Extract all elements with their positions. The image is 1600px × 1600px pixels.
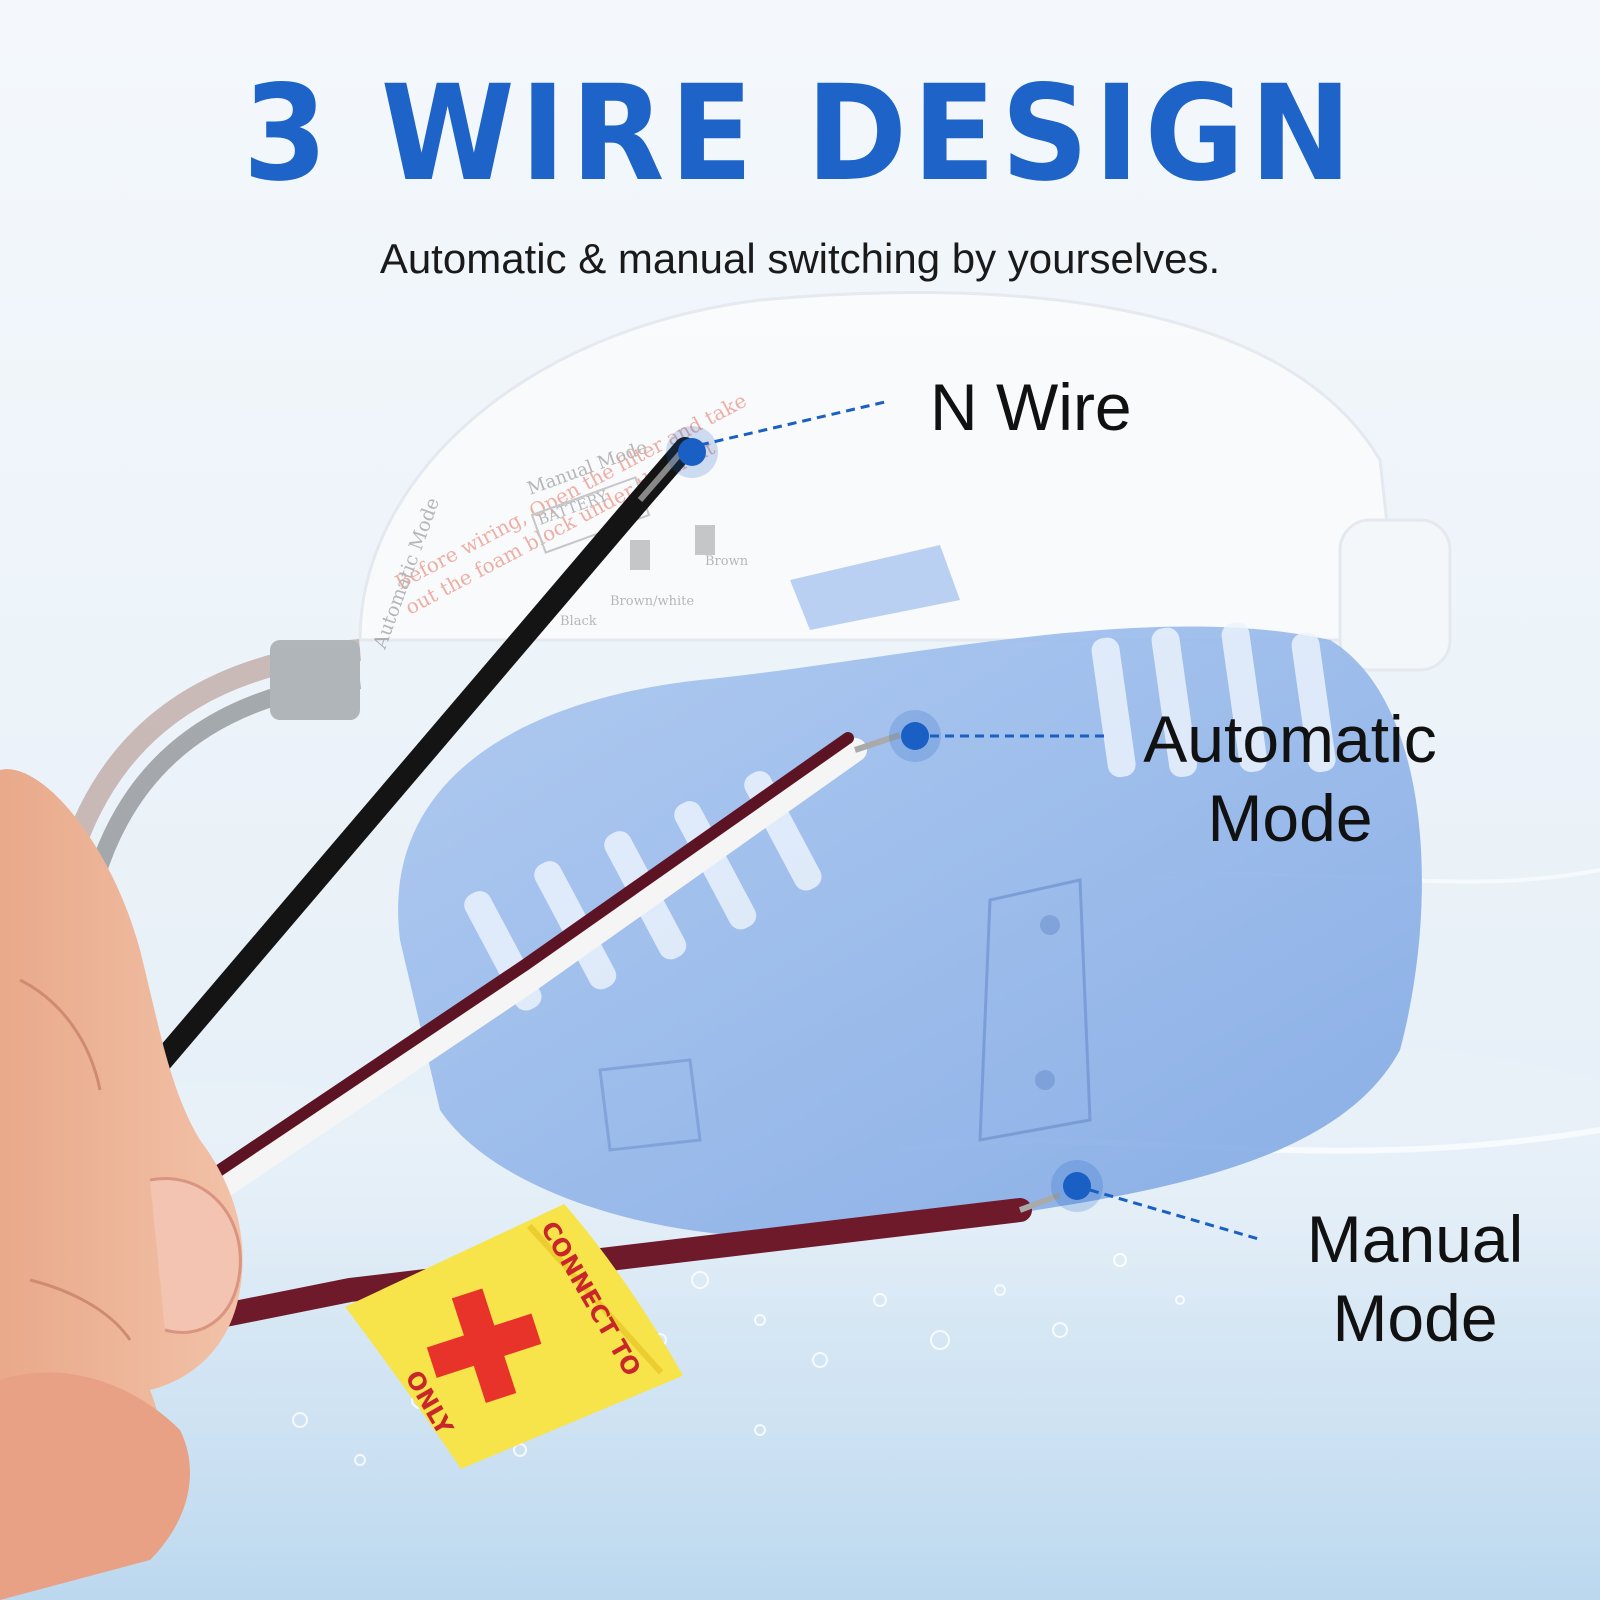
callout-n-wire-label: N Wire — [930, 370, 1132, 444]
pump-wire-black: Black — [560, 614, 597, 629]
callout-manual-marker — [1051, 1160, 1263, 1242]
cable-bundle — [59, 639, 361, 883]
callout-manual-line2: Mode — [1332, 1281, 1498, 1356]
wires — [0, 437, 1062, 1372]
callout-automatic-marker — [889, 710, 1110, 762]
callout-n-wire-marker — [666, 400, 886, 478]
pump-vents — [464, 622, 1336, 1011]
pump-wire-brown: Brown — [705, 554, 749, 569]
pump-body — [358, 291, 1452, 672]
water-splash — [0, 1040, 1600, 1600]
callout-manual-line1: Manual — [1306, 1202, 1524, 1276]
page-title: 3 WIRE DESIGN — [242, 57, 1358, 211]
plus-icon — [426, 1288, 542, 1403]
brown-white-wire — [198, 738, 867, 1207]
callout-automatic-line1: Automatic — [1143, 702, 1437, 776]
callout-automatic-mode: Automatic Mode — [1130, 700, 1450, 858]
callout-automatic-line2: Mode — [1207, 781, 1373, 856]
callout-manual-mode: Manual Mode — [1280, 1200, 1550, 1358]
page-subtitle: Automatic & manual switching by yourselv… — [379, 235, 1221, 282]
callout-n-wire: N Wire — [930, 368, 1132, 447]
pump-base — [398, 622, 1422, 1238]
connect-tag: CONNECT TO ONLY — [345, 1203, 684, 1469]
pump-wire-brown-white: Brown/white — [610, 594, 694, 609]
hand — [0, 769, 243, 1600]
